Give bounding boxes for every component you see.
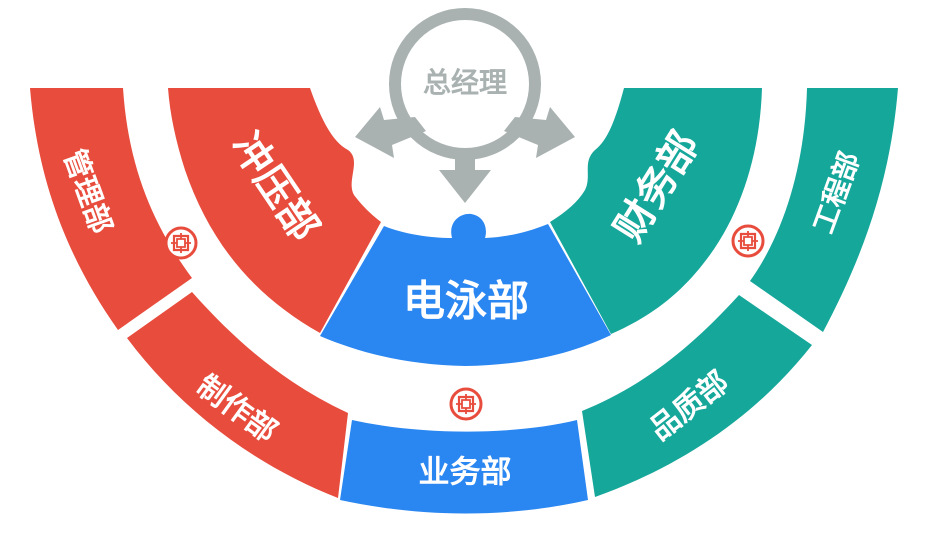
hub-label: 总经理 bbox=[423, 66, 507, 99]
arrow-down-icon bbox=[439, 150, 491, 203]
arrow-right-icon bbox=[504, 107, 575, 158]
segment-pinzhi bbox=[582, 295, 812, 497]
segment-yewu bbox=[340, 420, 588, 514]
hub: 总经理 bbox=[355, 8, 575, 203]
swirl-connector-icon bbox=[731, 224, 765, 258]
segment-gongcheng bbox=[750, 88, 898, 332]
label-dianyong: 电泳部 bbox=[403, 277, 529, 326]
segment-zhizuo bbox=[127, 292, 348, 498]
segment-chongya bbox=[168, 88, 381, 333]
arrow-left-icon bbox=[355, 107, 426, 158]
segment-guanli bbox=[30, 88, 192, 330]
segment-caiwu bbox=[550, 88, 762, 334]
segment-dianyong bbox=[320, 213, 611, 366]
swirl-connector-icon bbox=[164, 226, 198, 260]
label-yewu: 业务部 bbox=[419, 455, 512, 491]
swirl-connector-icon bbox=[449, 387, 483, 421]
